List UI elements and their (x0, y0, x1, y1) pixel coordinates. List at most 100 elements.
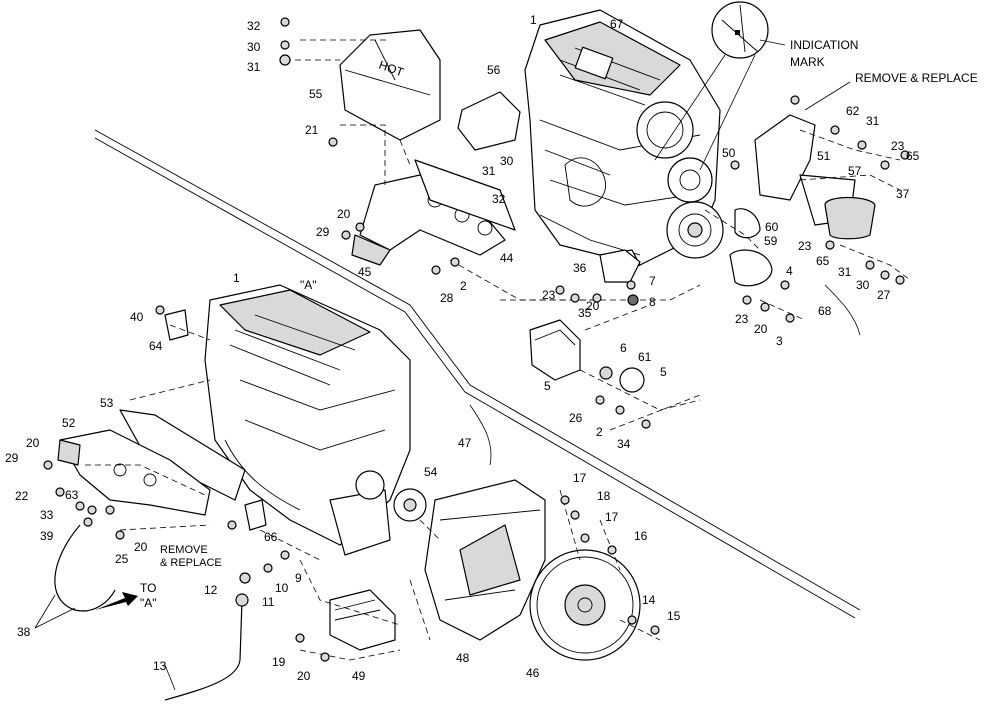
callout-9: 9 (295, 571, 302, 585)
callout-30: 30 (247, 40, 261, 54)
callout-20: 20 (134, 540, 148, 554)
callout-20: 20 (337, 207, 351, 221)
callout-29: 29 (316, 225, 330, 239)
indication-mark-magnifier (654, 1, 786, 171)
callout-65: 65 (906, 149, 920, 163)
hardware-bolts (43, 17, 910, 662)
callout-55: 55 (309, 87, 323, 101)
callout-32: 32 (247, 19, 261, 33)
callout-5: 5 (544, 379, 551, 393)
callout-1: 1 (233, 271, 240, 285)
flywheel (529, 549, 641, 661)
callout-28: 28 (440, 291, 454, 305)
callout-46: 46 (526, 666, 540, 680)
callout-12: 12 (204, 583, 218, 597)
callout-21: 21 (305, 123, 319, 137)
arrow-to-a (95, 592, 138, 610)
callout-57: 57 (848, 164, 862, 178)
callout-22: 22 (15, 489, 29, 503)
oil-filter (529, 319, 581, 381)
callout-68: 68 (818, 304, 832, 318)
thermostat-housing (599, 249, 641, 283)
callout-60: 60 (765, 220, 779, 234)
callout-31: 31 (247, 60, 261, 74)
callout-54: 54 (424, 465, 438, 479)
leader-lines (34, 594, 176, 691)
callout-3: 3 (776, 334, 783, 348)
bracket-64 (164, 309, 189, 341)
callout-8: 8 (649, 295, 656, 309)
callout-16: 16 (634, 529, 648, 543)
callout-19: 19 (272, 655, 286, 669)
callout-7: 7 (649, 274, 656, 288)
callout-51: 51 (817, 149, 831, 163)
callout-66: 66 (264, 530, 278, 544)
callout-32: 32 (492, 192, 506, 206)
callout-2: 2 (596, 425, 603, 439)
right-side-brackets (729, 114, 876, 287)
callout-15: 15 (667, 609, 681, 623)
upper-engine-block (524, 9, 724, 276)
callout-65: 65 (816, 254, 830, 268)
callout-56: 56 (487, 63, 501, 77)
callout-18: 18 (597, 489, 611, 503)
callout-31: 31 (866, 114, 880, 128)
idler-pulley (619, 367, 645, 393)
remove-replace-note-bottom-line1: REMOVE (160, 544, 208, 556)
indication-mark-note-line2: MARK (790, 55, 825, 69)
callout-4: 4 (786, 264, 793, 278)
callout-64: 64 (149, 339, 163, 353)
callout-31: 31 (838, 265, 852, 279)
hoses-and-leads (54, 284, 861, 701)
callout-17: 17 (605, 510, 619, 524)
callout-44: 44 (500, 251, 514, 265)
callout-20: 20 (586, 299, 600, 313)
callout-53: 53 (100, 396, 114, 410)
callout-61: 61 (638, 350, 652, 364)
callout-23: 23 (735, 312, 749, 326)
callout-23: 23 (798, 239, 812, 253)
callout-23: 23 (891, 139, 905, 153)
callout-17: 17 (573, 471, 587, 485)
lower-engine-block (204, 284, 411, 556)
callout-11: 11 (262, 595, 275, 609)
indication-mark-note-line1: INDICATION (790, 38, 858, 52)
callout-26: 26 (569, 411, 583, 425)
to-a-note-line2: "A" (140, 596, 157, 610)
callout-52: 52 (62, 416, 76, 430)
heat-shield: HOT (339, 29, 441, 141)
adapter-54-center (403, 498, 417, 512)
bell-housing (424, 479, 546, 641)
callout-13: 13 (153, 659, 167, 673)
callout-30: 30 (500, 154, 514, 168)
callout-40: 40 (130, 310, 144, 324)
upper-exhaust-manifold (351, 174, 506, 266)
callout-14: 14 (642, 593, 656, 607)
callout-49: 49 (352, 669, 366, 683)
callout-23: 23 (542, 288, 556, 302)
callout-36: 36 (573, 261, 587, 275)
callout-62: 62 (846, 104, 860, 118)
separator-line (94, 129, 861, 619)
callout-59: 59 (764, 234, 778, 248)
callout-47: 47 (458, 436, 472, 450)
callout-1: 1 (530, 13, 537, 27)
callout-20: 20 (754, 322, 768, 336)
callout-50: 50 (722, 146, 736, 160)
callout-35: 35 (578, 306, 592, 320)
callout-6: 6 (620, 341, 627, 355)
callout-5: 5 (660, 365, 667, 379)
diagram-notes: INDICATION MARK REMOVE & REPLACE REMOVE … (140, 38, 978, 610)
washer-6 (599, 366, 613, 380)
callout-27: 27 (877, 288, 891, 302)
callout-30: 30 (856, 278, 870, 292)
callout-31: 31 (482, 164, 496, 178)
callout-2: 2 (460, 279, 467, 293)
callout-45: 45 (358, 265, 372, 279)
callout-38: 38 (17, 625, 31, 639)
bracket-56 (457, 91, 521, 151)
remove-replace-note-bottom-line2: & REPLACE (160, 557, 222, 569)
callout-37: 37 (896, 187, 910, 201)
callout-48: 48 (456, 651, 470, 665)
